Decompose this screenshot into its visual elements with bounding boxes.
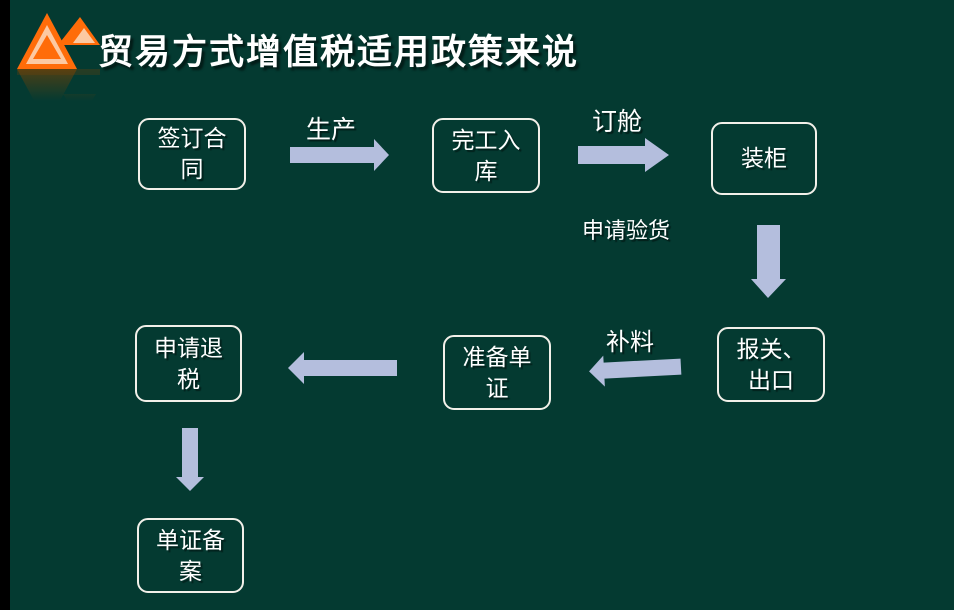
flow-node-customs-export[interactable]: 报关、 出口 — [717, 327, 825, 402]
flow-node-sign-contract[interactable]: 签订合 同 — [138, 118, 246, 190]
flow-node-finish-warehouse[interactable]: 完工入 库 — [432, 118, 540, 193]
flow-node-label: 准备单 证 — [462, 343, 532, 401]
flow-node-apply-tax-refund[interactable]: 申请退 税 — [135, 325, 242, 402]
flow-node-document-filing[interactable]: 单证备 案 — [137, 518, 244, 593]
big-triangle-icon — [17, 13, 77, 69]
flow-node-label: 完工入 库 — [451, 126, 521, 184]
arrow-production-right — [290, 139, 389, 171]
flow-node-prepare-documents[interactable]: 准备单 证 — [443, 335, 551, 410]
arrow-filing-down — [176, 428, 204, 491]
flow-node-label: 签订合 同 — [157, 125, 227, 182]
edge-label-apply-inspection: 申请验货 — [581, 218, 670, 243]
edge-label-booking: 订舱 — [591, 108, 642, 136]
arrow-supplement-left — [589, 355, 682, 387]
arrow-refund-left — [288, 352, 397, 384]
arrow-inspection-down — [751, 225, 786, 298]
small-triangle-icon — [58, 17, 100, 45]
edge-label-production: 生产 — [305, 116, 356, 144]
flow-node-label: 申请退 税 — [154, 334, 223, 392]
left-edge-strip — [0, 0, 10, 610]
logo-reflection — [17, 69, 100, 104]
arrow-booking-right — [578, 138, 669, 172]
flow-node-label: 单证备 案 — [156, 526, 225, 584]
slide-title: 贸易方式增值税适用政策来说 — [98, 33, 580, 72]
edge-label-supplement: 补料 — [606, 329, 654, 356]
flow-node-load-container[interactable]: 装柜 — [711, 122, 817, 195]
flow-node-label: 装柜 — [741, 145, 787, 171]
double-triangle-logo — [17, 13, 100, 104]
flow-node-label: 报关、 出口 — [736, 335, 806, 393]
